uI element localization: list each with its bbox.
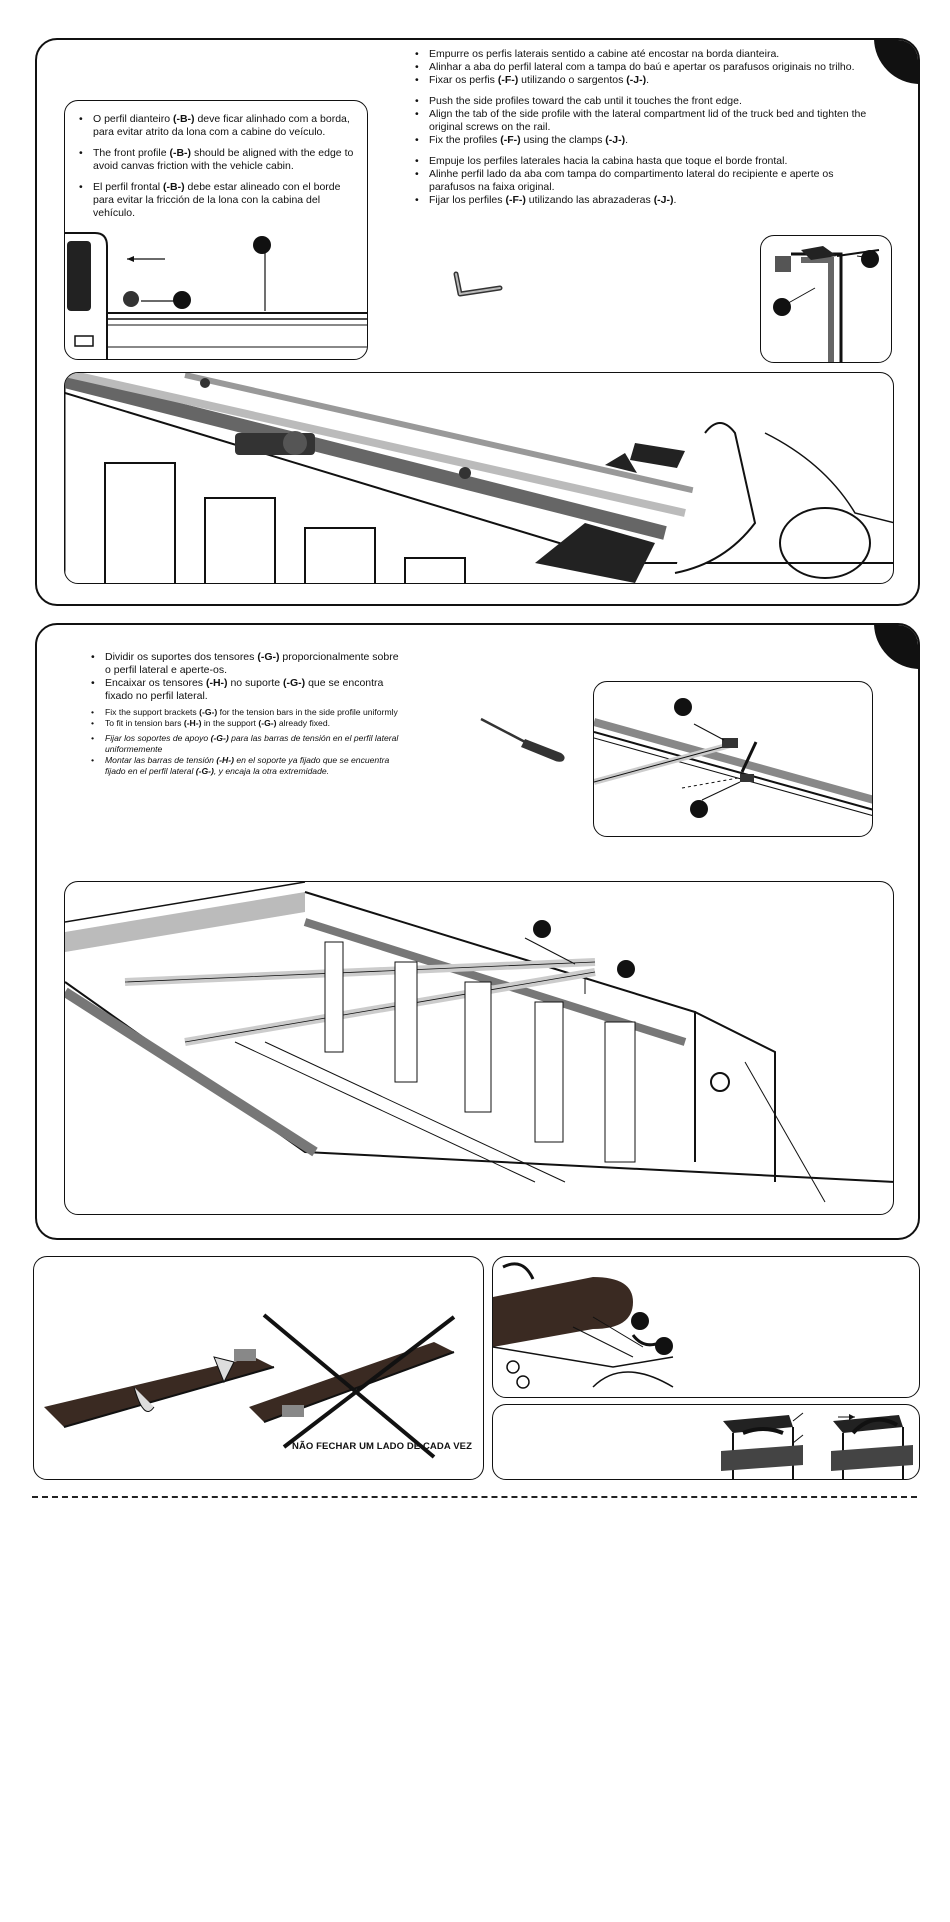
roll-marker-b	[655, 1337, 673, 1355]
side-profile-install-illustration	[64, 372, 894, 584]
clamp-profile-illustration	[775, 246, 880, 362]
step3-right-bottom-panel	[492, 1404, 920, 1480]
tension-bar-detail-callout	[593, 681, 873, 837]
step1-es-2: Alinhe perfil lado da aba com tampa do c…	[411, 168, 881, 194]
allen-key-icon	[453, 271, 503, 297]
step1-instructions: Empurre os perfis laterais sentido a cab…	[411, 48, 881, 207]
detail-marker-g	[690, 800, 708, 818]
step2-pt-1: Dividir os suportes dos tensores (-G-) p…	[87, 651, 402, 677]
callout-marker-b	[253, 236, 271, 254]
clamp-marker-f	[773, 298, 791, 316]
step-corner-marker	[874, 625, 918, 669]
bed-marker-g	[617, 960, 635, 978]
step2-en-1: Fix the support brackets (-G-) for the t…	[87, 707, 402, 718]
profile-cross-section-illustration	[721, 1412, 913, 1479]
clamp-detail-callout	[760, 235, 892, 363]
cut-line-divider	[32, 1496, 917, 1498]
step3-left-panel: NÃO FECHAR UM LADO DE CADA VEZ	[33, 1256, 484, 1480]
step1-es-1: Empuje los perfiles laterales hacia la c…	[411, 155, 881, 168]
truck-bed-tension-bars-drawing	[65, 882, 893, 1203]
front-profile-en: The front profile (-B-) should be aligne…	[75, 147, 363, 173]
step1-en-3: Fix the profiles (-F-) using the clamps …	[411, 134, 881, 147]
step1-pt-3: Fixar os perfis (-F-) utilizando o sarge…	[411, 74, 881, 87]
front-profile-pt: O perfil dianteiro (-B-) deve ficar alin…	[75, 113, 363, 139]
step2-instructions: Dividir os suportes dos tensores (-G-) p…	[87, 651, 402, 777]
bed-marker-h	[533, 920, 551, 938]
front-profile-es: El perfil frontal (-B-) debe estar aline…	[75, 181, 363, 220]
bracket-detail-drawing	[594, 718, 872, 816]
step1-pt-1: Empurre os perfis laterais sentido a cab…	[411, 48, 881, 61]
cab-detail-illustration	[65, 232, 367, 359]
front-profile-text: O perfil dianteiro (-B-) deve ficar alin…	[75, 113, 363, 220]
step1-panel: O perfil dianteiro (-B-) deve ficar alin…	[35, 38, 920, 606]
roll-marker-a	[631, 1312, 649, 1330]
clamp-marker-j	[861, 250, 879, 268]
detail-marker-h	[674, 698, 692, 716]
cover-folding-illustration	[44, 1313, 456, 1459]
step1-en-2: Align the tab of the side profile with t…	[411, 108, 881, 134]
step2-es-1: Fijar los soportes de apoyo (-G-) para l…	[87, 733, 402, 755]
step2-pt-2: Encaixar os tensores (-H-) no suporte (-…	[87, 677, 402, 703]
screwdriver-icon	[480, 717, 565, 762]
front-profile-callout: O perfil dianteiro (-B-) deve ficar alin…	[64, 100, 368, 360]
step2-es-2: Montar las barras de tensión (-H-) en el…	[87, 755, 402, 777]
step3-right-top-panel	[492, 1256, 920, 1398]
callout-marker-a	[173, 291, 191, 309]
step1-en-1: Push the side profiles toward the cab un…	[411, 95, 881, 108]
warning-text: NÃO FECHAR UM LADO DE CADA VEZ	[292, 1441, 472, 1452]
step1-pt-2: Alinhar a aba do perfil lateral com a ta…	[411, 61, 881, 74]
cover-roll-illustration	[493, 1262, 674, 1389]
truck-bed-rail-drawing	[65, 373, 893, 583]
step2-en-2: To fit in tension bars (-H-) in the supp…	[87, 718, 402, 729]
step1-es-3: Fijar los perfiles (-F-) utilizando las …	[411, 194, 881, 207]
tension-bars-install-illustration	[64, 881, 894, 1215]
step2-panel: Dividir os suportes dos tensores (-G-) p…	[35, 623, 920, 1240]
